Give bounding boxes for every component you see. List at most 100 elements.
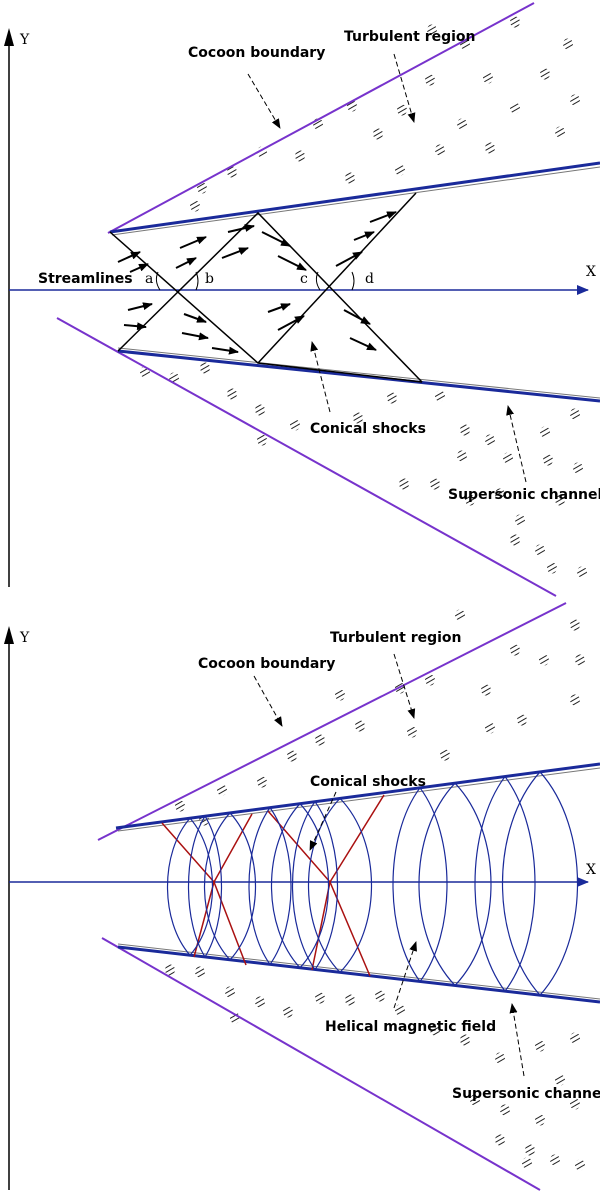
turbulence-blob — [570, 694, 580, 706]
channel-wall-lower-shadow-panel-1 — [117, 347, 600, 399]
helical-field-loop — [418, 782, 492, 987]
turbulence-blob — [430, 1024, 440, 1036]
helical-field-loop — [502, 771, 578, 997]
turbulence-blob — [257, 434, 267, 446]
streamline-arrow — [117, 251, 141, 263]
streamline-arrow — [353, 231, 375, 241]
panel-2: Y X Turbulent region Cocoon boundary Co — [4, 602, 600, 1191]
turbulence-blob — [225, 986, 235, 998]
turbulence-blob — [290, 419, 300, 431]
turbulence-blob — [522, 1157, 532, 1169]
label-cocoon-boundary-panel-2: Cocoon boundary — [198, 656, 335, 672]
channel-wall-upper-shadow-panel-2 — [117, 767, 600, 832]
turbulence-blob — [465, 494, 475, 506]
turbulence-blob — [295, 150, 305, 162]
helical-field-loop — [167, 817, 213, 957]
panel-1: Y X — [4, 2, 600, 597]
x-axis-label-panel-2: X — [586, 862, 596, 878]
turbulence-blob — [525, 1144, 535, 1156]
turbulence-blob — [470, 1094, 480, 1106]
label-point-c: c — [300, 271, 308, 287]
turbulence-blob — [315, 734, 325, 746]
conical-shock-b-panel-2 — [193, 813, 253, 958]
turbulence-blob — [355, 720, 365, 732]
turbulence-blob — [407, 726, 417, 738]
streamline-arrow — [127, 302, 153, 311]
turbulence-blob — [563, 38, 573, 50]
channel-wall-upper-panel-1 — [109, 161, 600, 234]
turbulence-blob — [440, 749, 450, 761]
angle-arc-a — [155, 271, 161, 291]
y-axis-arrowhead-panel-2 — [4, 626, 14, 644]
helical-field-loop — [291, 801, 339, 971]
label-conical-shocks-panel-2: Conical shocks — [310, 774, 426, 790]
turbulence-blob — [455, 609, 465, 621]
turbulence-blob — [395, 164, 405, 176]
turbulence-blob — [540, 68, 550, 80]
turbulence-blob — [345, 994, 355, 1006]
channel-wall-lower-panel-2 — [117, 945, 600, 1004]
streamline-arrow — [221, 247, 249, 259]
streamline-arrow — [343, 309, 371, 325]
turbulence-blob — [495, 488, 505, 500]
streamline-arrow — [261, 231, 291, 247]
label-point-b: b — [205, 271, 214, 287]
turbulence-blob — [539, 654, 549, 666]
turbulence-blob — [287, 750, 297, 762]
conical-shock-a-panel-1 — [109, 231, 423, 383]
streamline-arrow — [183, 313, 207, 323]
helical-field-loop — [474, 776, 536, 993]
helical-field-loop — [270, 803, 330, 969]
y-axis-arrowhead-panel-1 — [4, 28, 14, 46]
turbulence-blob — [485, 142, 495, 154]
turbulence-blob — [510, 102, 520, 114]
helical-magnetic-field — [167, 771, 578, 997]
streamline-arrow — [267, 303, 291, 313]
turbulence-blob — [353, 412, 363, 424]
x-axis-label-panel-1: X — [586, 264, 596, 280]
streamline-arrow — [227, 224, 255, 233]
label-supersonic-channel-panel-1: Supersonic channel — [448, 487, 600, 503]
label-point-d: d — [365, 271, 374, 287]
streamlines — [117, 211, 397, 355]
turbulence-blob — [395, 1004, 405, 1016]
turbulence-blob — [397, 104, 407, 116]
turbulence-blob — [257, 776, 267, 788]
turbulence-blob — [503, 452, 513, 464]
channel-wall-upper-panel-2 — [115, 762, 600, 830]
label-supersonic-channel-panel-2: Supersonic channel — [452, 1086, 600, 1102]
streamline-arrow — [211, 346, 239, 355]
turbulence-blob — [485, 722, 495, 734]
helical-field-loop — [392, 787, 448, 983]
label-turbulent-region-panel-1: Turbulent region — [344, 29, 476, 45]
turbulence-blob — [555, 1074, 565, 1086]
streamline-arrow — [175, 257, 197, 269]
turbulence-blob — [555, 494, 565, 506]
turbulence-blob — [283, 1006, 293, 1018]
streamline-arrow — [369, 211, 397, 223]
label-turbulent-region-panel-2: Turbulent region — [330, 630, 462, 646]
turbulence-blob — [543, 454, 553, 466]
turbulence-blob — [495, 1134, 505, 1146]
helical-field-loop — [248, 807, 292, 966]
turbulence-blobs-panel-2 — [165, 609, 585, 1171]
turbulence-blob — [481, 684, 491, 696]
leader-conical-shocks-panel-1 — [310, 341, 331, 413]
turbulence-blob — [555, 126, 565, 138]
streamline-arrow — [277, 255, 307, 271]
leader-supersonic-channel-panel-1 — [506, 405, 527, 483]
leader-cocoon-boundary-panel-1 — [247, 73, 281, 129]
channel-wall-upper-shadow-panel-1 — [111, 166, 600, 236]
turbulence-blob — [573, 462, 583, 474]
turbulence-blob — [460, 1034, 470, 1046]
turbulence-blob — [570, 94, 580, 106]
channel-wall-lower-shadow-panel-2 — [117, 943, 600, 1000]
label-conical-shocks-panel-1: Conical shocks — [310, 421, 426, 437]
conical-shock-b-panel-1 — [117, 211, 423, 383]
leader-helical-magnetic-field — [393, 941, 417, 1009]
turbulence-blob — [427, 24, 437, 36]
turbulence-blob — [435, 144, 445, 156]
turbulence-blob — [535, 1114, 545, 1126]
helical-field-loop — [187, 815, 223, 959]
